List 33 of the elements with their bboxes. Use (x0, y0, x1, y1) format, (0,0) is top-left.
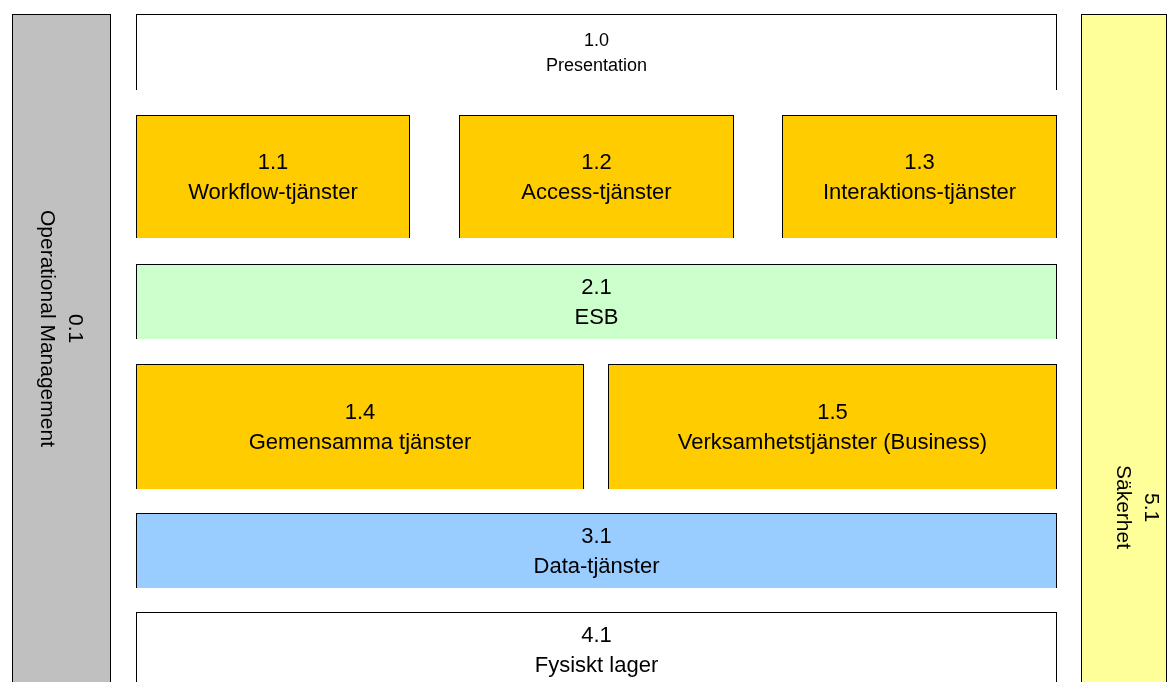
layer-name: Gemensamma tjänster (248, 428, 472, 456)
service-box (782, 115, 1057, 238)
layer-name: ESB (574, 303, 619, 331)
layer-name: Fysiskt lager (534, 650, 659, 679)
layer-name: Data-tjänster (533, 552, 660, 580)
layer-name: Verksamhetstjänster (Business) (677, 428, 988, 456)
layer-name: Säkerhet (1111, 465, 1137, 550)
service-box (459, 115, 734, 238)
layer-number: 1.5 (817, 398, 848, 427)
layer-number: 3.1 (581, 522, 612, 551)
layer-number: 5.1 (1140, 492, 1165, 523)
layer-number: 4.1 (581, 621, 612, 649)
layer-number: 1.4 (344, 398, 376, 427)
side-bar (1081, 14, 1167, 682)
layer-name: Access-tjänster (521, 178, 672, 206)
layer-name: Workflow-tjänster (188, 178, 358, 206)
service-box (136, 364, 584, 489)
layer-number: 0.1 (63, 313, 89, 344)
service-box (608, 364, 1057, 489)
layer-name: Presentation (545, 53, 648, 77)
layer-box (136, 14, 1057, 90)
layer-number: 1.2 (581, 148, 612, 177)
layer-name: Operational Management (35, 210, 61, 447)
layer-box (136, 264, 1057, 339)
layer-box (136, 513, 1057, 588)
layer-name: Interaktions-tjänster (822, 178, 1017, 206)
side-bar (12, 14, 111, 682)
layer-box (136, 612, 1057, 682)
layer-number: 1.0 (584, 29, 609, 53)
layer-number: 1.3 (904, 148, 935, 177)
layer-number: 1.1 (257, 148, 289, 177)
service-box (136, 115, 410, 238)
layer-number: 2.1 (581, 273, 612, 302)
